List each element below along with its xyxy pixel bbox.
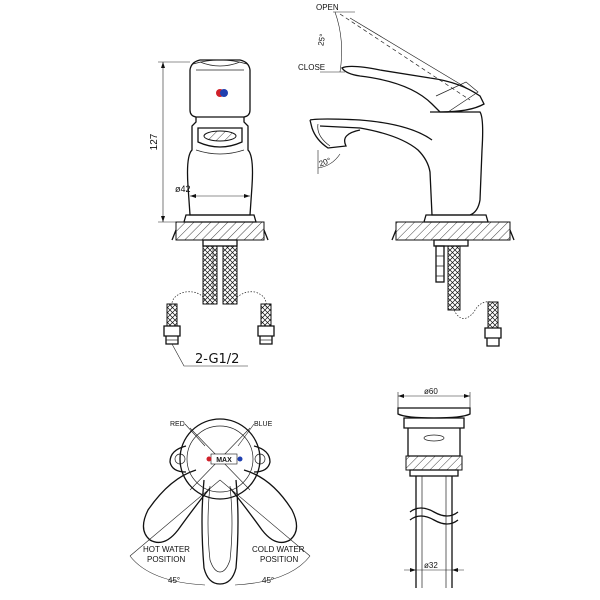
front-nut xyxy=(202,239,238,247)
side-hose-tail xyxy=(487,301,499,329)
cold-arc xyxy=(234,555,311,586)
drain-cap xyxy=(397,407,471,419)
side-counter xyxy=(395,221,511,241)
side-body xyxy=(319,111,484,216)
side-shank xyxy=(435,245,445,283)
dim-127-label: 127 xyxy=(149,133,160,150)
top-base-circle xyxy=(179,418,261,500)
front-aerator xyxy=(203,130,237,142)
side-view: OPEN CLOSE 25° 20° xyxy=(298,3,515,347)
cold-water-line1: COLD WATER xyxy=(252,545,305,554)
front-hose-right xyxy=(222,245,238,305)
top-hot-dot xyxy=(206,456,212,462)
side-base xyxy=(423,214,489,223)
hose-right-tail xyxy=(260,303,272,327)
top-cold-dot xyxy=(237,456,243,462)
side-nut xyxy=(433,239,469,247)
angle-45-right: 45° xyxy=(262,576,274,585)
front-handle xyxy=(189,59,251,118)
flex-hoses: 2-G1/2 xyxy=(163,291,275,367)
top-view: MAX RED BLUE HOT WATER POSITION COLD WAT… xyxy=(129,418,311,586)
drain-pipe xyxy=(415,476,453,588)
front-hose-left xyxy=(202,245,218,305)
angle-25-label: 25° xyxy=(316,33,327,46)
drain-flange xyxy=(403,417,465,429)
open-label: OPEN xyxy=(316,3,339,12)
angle-45-left: 45° xyxy=(168,576,180,585)
close-label: CLOSE xyxy=(298,63,325,72)
cold-water-line2: POSITION xyxy=(260,555,298,564)
dim-60-label: ø60 xyxy=(424,387,438,396)
front-handle-cap xyxy=(192,59,248,71)
hot-position-handle xyxy=(142,469,211,544)
front-spout-outlet xyxy=(197,127,243,148)
hose-left-fitting xyxy=(163,325,181,345)
dim-32-label: ø32 xyxy=(424,561,438,570)
drain-view: ø60 ø32 xyxy=(397,387,471,588)
side-spout xyxy=(309,118,433,149)
top-handle xyxy=(201,479,239,585)
hot-water-line2: POSITION xyxy=(147,555,185,564)
hot-water-line1: HOT WATER xyxy=(143,545,190,554)
max-label: MAX xyxy=(216,457,232,464)
cold-position-handle xyxy=(229,469,298,544)
dim-42-label: ø42 xyxy=(175,184,191,194)
hose-left-tail xyxy=(166,303,178,327)
thread-label: 2-G1/2 xyxy=(195,352,239,367)
open-handle-line xyxy=(339,13,471,101)
drain-nut xyxy=(405,455,463,471)
front-base xyxy=(183,214,257,223)
blue-label: BLUE xyxy=(254,421,273,428)
top-flange-left xyxy=(169,445,187,473)
side-hose xyxy=(447,245,461,311)
side-hose-fitting xyxy=(484,327,502,347)
angle-20-label: 20° xyxy=(318,156,332,169)
drain-body xyxy=(407,428,461,457)
red-label: RED xyxy=(170,421,185,428)
front-counter xyxy=(175,221,265,241)
front-cold-indicator xyxy=(220,89,228,97)
front-view: 127 ø42 xyxy=(149,59,269,305)
hose-right-fitting xyxy=(257,325,275,345)
open-close-arc xyxy=(334,11,342,73)
top-flange-right xyxy=(253,445,271,473)
side-lever-closed xyxy=(341,65,485,113)
hot-arc xyxy=(129,555,206,586)
